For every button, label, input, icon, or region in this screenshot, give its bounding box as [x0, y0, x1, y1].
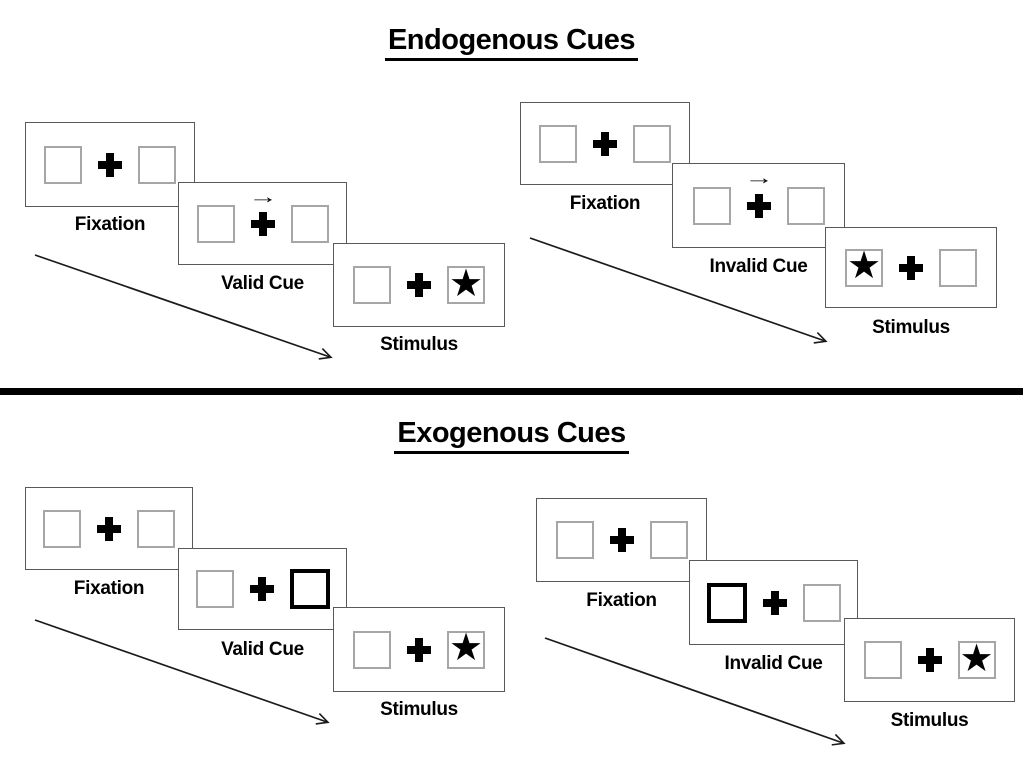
left-placeholder-box: [196, 204, 235, 243]
left-placeholder-box: [44, 145, 82, 184]
endogenous-valid-stimulus-panel: ★: [333, 243, 505, 327]
cue-arrow-icon: →: [743, 168, 774, 189]
panel-label: Valid Cue: [221, 639, 304, 660]
timeline-arrow-exogenous-valid: [34, 619, 330, 725]
panel-label: Invalid Cue: [724, 653, 823, 674]
fixation-cross-icon: [899, 256, 923, 280]
exogenous-invalid-fixation-panel: [536, 498, 707, 582]
exogenous-valid-stimulus-panel: ★: [333, 607, 505, 692]
right-placeholder-box: [786, 186, 825, 225]
panel-label: Fixation: [569, 193, 641, 214]
fixation-cross-icon: [407, 638, 431, 662]
left-placeholder-box: [863, 641, 902, 679]
left-placeholder-box: [353, 266, 391, 304]
exogenous-invalid-cue-panel: [689, 560, 858, 645]
panel-label: Fixation: [586, 590, 657, 611]
exogenous-valid-cue-panel: [178, 548, 347, 630]
fixation-cross-icon: [98, 153, 122, 177]
fixation-cross-icon: [251, 212, 275, 236]
timeline-arrow-endogenous-valid: [34, 254, 333, 360]
section-title-endogenous: Endogenous Cues: [384, 24, 639, 61]
fixation-cross-icon: [250, 577, 274, 601]
star-icon: ★: [448, 262, 484, 305]
left-placeholder-box: [353, 630, 391, 669]
exogenous-invalid-stimulus-panel: ★: [844, 618, 1015, 702]
fixation-cross-icon: [593, 132, 617, 156]
section-divider: [0, 388, 1023, 395]
section-title-endogenous-wrap: Endogenous Cues: [0, 24, 1023, 61]
panel-label: Stimulus: [890, 710, 969, 731]
fixation-cross-icon: [918, 648, 942, 672]
right-placeholder-box: [939, 248, 977, 287]
bold-cue-box: [706, 582, 747, 623]
endogenous-valid-cue-panel: →: [178, 182, 347, 265]
panel-label: Fixation: [74, 214, 146, 235]
endogenous-invalid-cue-panel: →: [672, 163, 845, 248]
right-placeholder-box: [649, 521, 688, 559]
panel-label: Stimulus: [380, 699, 458, 720]
left-placeholder-box: [555, 521, 594, 559]
fixation-cross-icon: [747, 194, 771, 218]
fixation-cross-icon: [763, 591, 787, 615]
fixation-cross-icon: [610, 528, 634, 552]
section-title-exogenous-wrap: Exogenous Cues: [0, 417, 1023, 454]
stimulus-star-box: ★: [447, 627, 485, 669]
panel-label: Valid Cue: [221, 273, 304, 294]
left-placeholder-box: [692, 186, 731, 225]
star-icon: ★: [959, 637, 994, 680]
panel-label: Stimulus: [872, 317, 950, 338]
endogenous-invalid-fixation-panel: [520, 102, 690, 185]
stimulus-star-box: ★: [447, 262, 485, 305]
endogenous-invalid-stimulus-panel: ★: [825, 227, 997, 308]
fixation-cross-icon: [97, 517, 121, 541]
endogenous-valid-fixation-panel: [25, 122, 195, 207]
panel-label: Invalid Cue: [709, 256, 808, 277]
right-placeholder-box: [290, 204, 329, 243]
left-placeholder-box: [539, 124, 577, 163]
panel-label: Stimulus: [380, 334, 458, 355]
right-placeholder-box: [138, 145, 176, 184]
right-placeholder-box: [137, 509, 175, 548]
stimulus-star-box: ★: [957, 637, 996, 680]
fixation-cross-icon: [407, 273, 431, 297]
right-placeholder-box: [633, 124, 671, 163]
panel-label: Fixation: [73, 578, 145, 599]
bold-cue-box: [289, 569, 330, 609]
stimulus-star-box: ★: [845, 245, 883, 287]
star-icon: ★: [448, 627, 484, 669]
cue-arrow-icon: →: [247, 187, 278, 208]
section-title-exogenous: Exogenous Cues: [394, 417, 629, 454]
left-placeholder-box: [195, 570, 234, 608]
timeline-arrow-endogenous-invalid: [529, 237, 828, 344]
star-icon: ★: [846, 245, 882, 287]
exogenous-valid-fixation-panel: [25, 487, 193, 570]
right-placeholder-box: [802, 583, 841, 622]
left-placeholder-box: [43, 509, 81, 548]
